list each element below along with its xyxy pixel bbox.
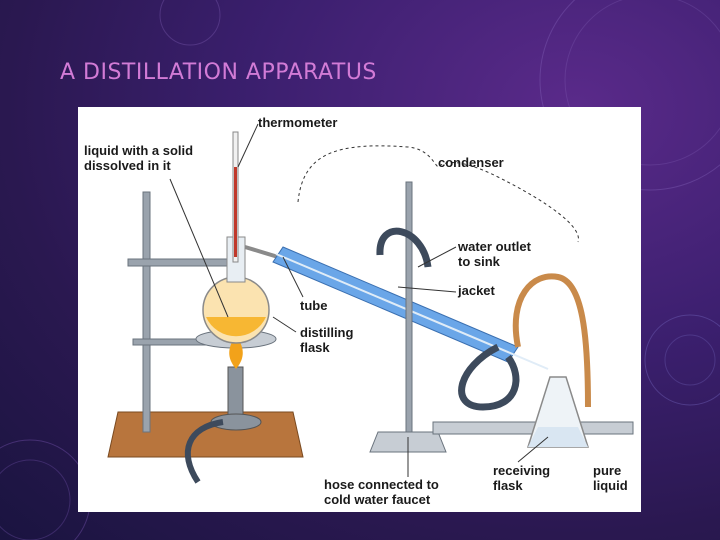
apparatus-illustration (107, 123, 634, 484)
jacket-leader (397, 286, 457, 293)
condenser-bracket (297, 145, 579, 243)
liquid-leader (169, 178, 229, 318)
thermometer-leader (237, 123, 259, 168)
label-jacket: jacket (458, 283, 495, 298)
left-stand-rod (142, 191, 151, 433)
label-hose: hose connected to cold water faucet (324, 477, 439, 507)
right-stand-rod (405, 181, 413, 438)
label-thermometer: thermometer (258, 115, 338, 130)
left-stand-base (107, 411, 304, 458)
label-liquid: liquid with a solid dissolved in it (84, 143, 194, 173)
tube-leader (282, 256, 304, 298)
label-pure-liquid: pure liquid (593, 463, 628, 493)
label-condenser: condenser (438, 155, 504, 170)
outlet-hose (376, 227, 432, 268)
burner (227, 366, 244, 418)
label-receiving-flask: receiving flask (493, 463, 551, 493)
flask-clamp (127, 258, 229, 267)
label-distilling-flask: distilling flask (300, 325, 354, 355)
label-water-outlet: water outlet to sink (458, 239, 531, 269)
slide-title: A DISTILLATION APPARATUS (60, 60, 377, 85)
outlet-leader (417, 246, 457, 268)
inlet-hose (458, 343, 520, 411)
flask-liquid (206, 317, 266, 337)
copper-tube (512, 273, 591, 408)
receiving-leader (517, 436, 549, 463)
flask-leader (272, 316, 297, 333)
distillation-diagram: thermometer liquid with a solid dissolve… (78, 107, 641, 512)
label-tube: tube (300, 298, 328, 313)
gas-hose (184, 419, 224, 484)
